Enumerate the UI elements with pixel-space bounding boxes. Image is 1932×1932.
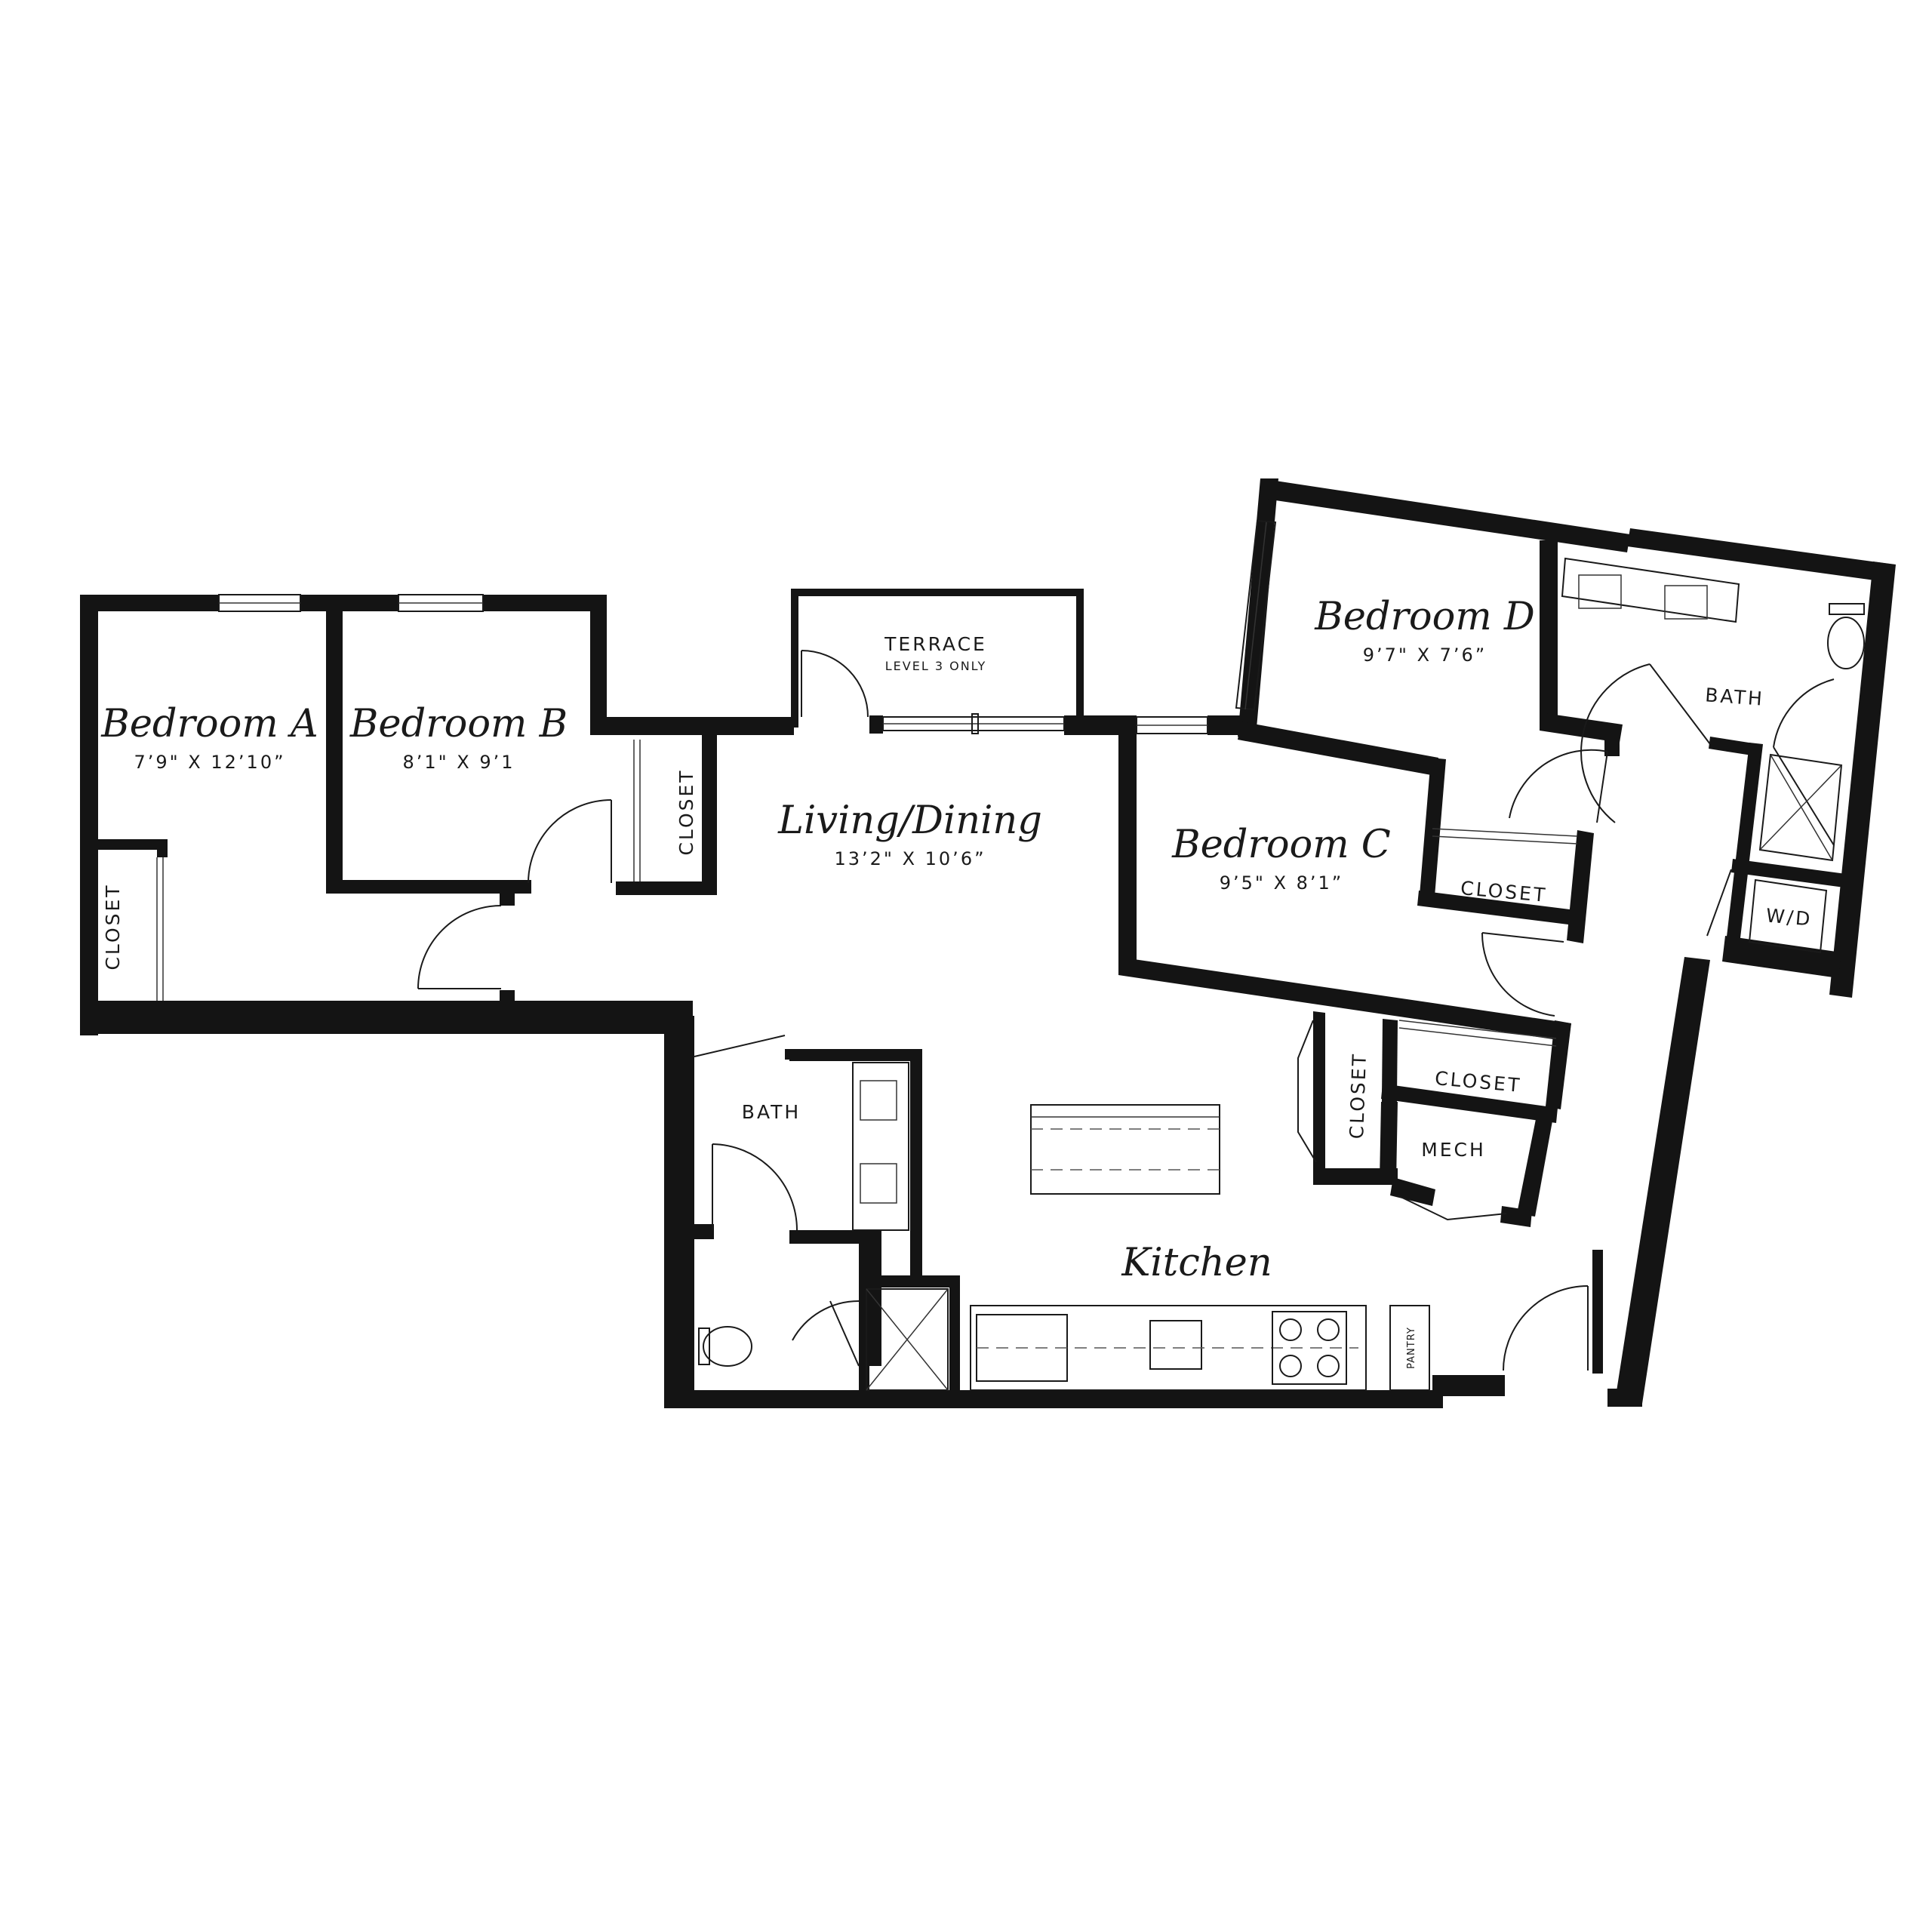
living-dining-name: Living/Dining [777,798,1042,843]
bedroom-c-dims: 9’5" X 8’1” [1220,872,1344,894]
bath-d-label: BATH [1704,684,1764,709]
wd-label: W/D [1765,904,1814,930]
bedroom-b-name: Bedroom B [349,702,568,746]
bedroom-c-name: Bedroom C [1171,823,1391,867]
closet-a-label: CLOSET [102,883,124,970]
doors [156,650,1835,1371]
kitchen-name: Kitchen [1121,1241,1272,1285]
closet-mech-label: CLOSET [1346,1052,1371,1140]
closet-c-label: CLOSET [1434,1067,1522,1097]
mech-label: MECH [1421,1139,1486,1161]
windows [218,519,1277,734]
bedroom-b-dims: 8’1" X 9’1 [402,752,515,773]
labels: Bedroom A 7’9" X 12’10” Bedroom B 8’1" X… [100,595,1813,1369]
fixtures [698,557,1865,1391]
pantry-label: PANTRY [1406,1327,1417,1369]
bath-lower-label: BATH [742,1101,801,1123]
terrace-note: LEVEL 3 ONLY [885,659,986,673]
bedroom-a-dims: 7’9" X 12’10” [134,752,285,773]
bedroom-d-name: Bedroom D [1314,595,1535,639]
living-dining-dims: 13’2" X 10’6” [834,848,986,869]
walls [80,478,1896,1408]
bedroom-a-name: Bedroom A [100,702,318,746]
bedroom-d-dims: 9’7" X 7’6” [1363,645,1487,666]
terrace-name: TERRACE [884,633,987,655]
closet-b-label: CLOSET [675,768,697,855]
